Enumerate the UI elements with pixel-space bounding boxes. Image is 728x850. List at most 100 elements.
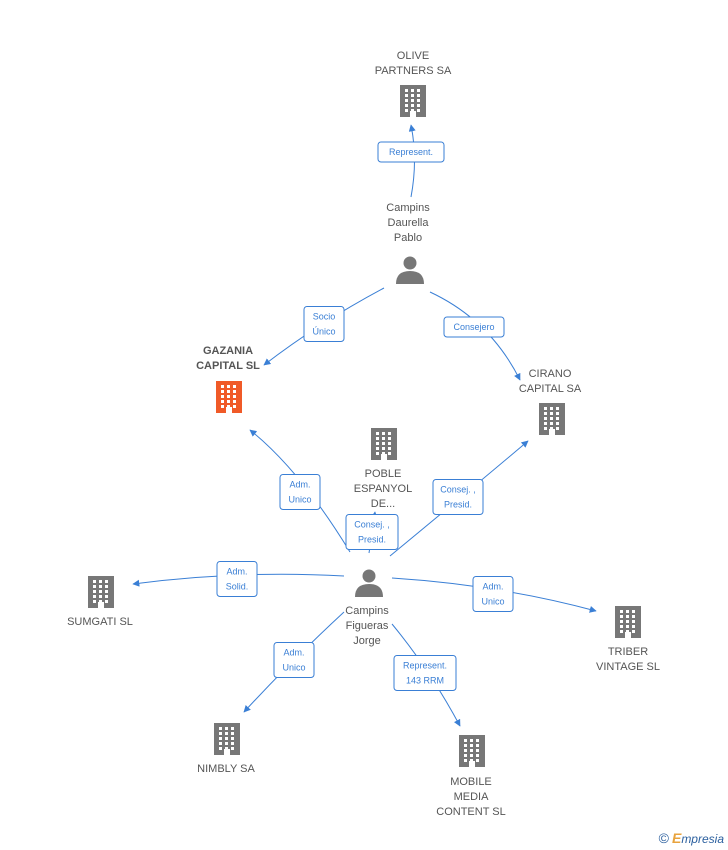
node-label: Campins — [345, 605, 389, 617]
building-window — [219, 737, 222, 740]
building-window — [556, 417, 559, 420]
building-icon — [216, 381, 242, 413]
brand-logo-initial: E — [671, 830, 682, 846]
building-window — [382, 432, 385, 435]
building-door — [549, 429, 555, 435]
building-window — [105, 590, 108, 593]
building-window — [227, 405, 230, 408]
building-window — [225, 732, 228, 735]
edge-label-box — [443, 316, 505, 338]
building-window — [476, 744, 479, 747]
building-window — [221, 400, 224, 403]
building-window — [632, 630, 635, 633]
building-window — [626, 620, 629, 623]
building-window — [411, 99, 414, 102]
edge-label-box — [273, 642, 315, 678]
node-label: MEDIA — [454, 791, 490, 803]
building-window — [376, 437, 379, 440]
node-sumgati[interactable]: SUMGATI SL — [67, 576, 133, 628]
building-window — [470, 754, 473, 757]
edge-label-jorge-to-cirano[interactable]: Consej. ,Presid. — [432, 479, 484, 515]
edge-label-text: Consejero — [453, 322, 494, 332]
node-label: Campins — [386, 202, 430, 214]
building-window — [219, 727, 222, 730]
node-label: PARTNERS SA — [375, 65, 452, 77]
building-window — [227, 395, 230, 398]
edge-label-jorge-to-triber[interactable]: Adm. Unico — [472, 576, 514, 612]
edge-label-jorge-to-mobile[interactable]: Represent.143 RRM — [393, 655, 457, 691]
edge-label-box — [472, 576, 514, 612]
building-window — [411, 94, 414, 97]
building-window — [470, 759, 473, 762]
building-window — [105, 580, 108, 583]
node-label: GAZANIA — [203, 345, 253, 357]
edge-label-box — [345, 514, 399, 550]
building-window — [221, 395, 224, 398]
building-door — [625, 632, 631, 638]
building-window — [99, 585, 102, 588]
building-window — [476, 754, 479, 757]
node-label: OLIVE — [397, 50, 429, 62]
building-icon — [615, 606, 641, 638]
building-window — [632, 615, 635, 618]
building-window — [405, 89, 408, 92]
edge-label-jorge-to-nimbly[interactable]: Adm.Unico — [273, 642, 315, 678]
edge-label-text: Único — [312, 327, 335, 337]
edge-label-jorge-to-sumgati[interactable]: Adm.Solid. — [216, 561, 258, 597]
building-window — [99, 590, 102, 593]
building-window — [632, 625, 635, 628]
edge-label-box — [377, 141, 445, 163]
edge-label-jorge-to-gazania[interactable]: Adm.Unico — [279, 474, 321, 510]
building-door — [410, 111, 416, 117]
building-window — [93, 600, 96, 603]
building-window — [626, 625, 629, 628]
building-window — [405, 104, 408, 107]
building-window — [417, 109, 420, 112]
building-window — [626, 630, 629, 633]
node-olive[interactable]: OLIVE PARTNERS SA — [375, 50, 452, 117]
building-icon — [459, 735, 485, 767]
node-nimbly[interactable]: NIMBLY SA — [197, 723, 255, 775]
building-window — [388, 447, 391, 450]
nodes-layer: OLIVE PARTNERS SA CampinsDaurellaPabloGAZA… — [67, 50, 660, 818]
building-window — [626, 615, 629, 618]
edge-label-text: Unico — [288, 495, 311, 505]
node-label: DE... — [371, 498, 395, 510]
node-label: VINTAGE SL — [596, 661, 660, 673]
person-body — [396, 271, 424, 284]
edge-label-text: Unico — [481, 597, 504, 607]
building-window — [225, 747, 228, 750]
building-window — [219, 732, 222, 735]
building-window — [411, 89, 414, 92]
building-window — [382, 447, 385, 450]
building-window — [544, 427, 547, 430]
building-window — [99, 595, 102, 598]
building-window — [556, 407, 559, 410]
person-body — [355, 584, 383, 597]
building-window — [376, 432, 379, 435]
brand-footer: ©Empresia — [659, 830, 724, 846]
edge-label-pablo-to-cirano[interactable]: Consejero — [443, 316, 505, 338]
node-label: POBLE — [365, 468, 402, 480]
building-window — [405, 94, 408, 97]
node-label: ESPANYOL — [354, 483, 413, 495]
building-window — [225, 742, 228, 745]
building-window — [464, 759, 467, 762]
copyright-symbol: © — [658, 830, 669, 846]
node-poble[interactable]: POBLE ESPANYOL DE... — [354, 428, 413, 510]
edge-label-jorge-to-poble[interactable]: Consej. ,Presid. — [345, 514, 399, 550]
building-window — [464, 744, 467, 747]
edge-label-text: Adm. — [482, 582, 503, 592]
edge-label-pablo-to-olive[interactable]: Represent. — [377, 141, 445, 163]
edge-label-box — [432, 479, 484, 515]
building-window — [411, 109, 414, 112]
node-label: CAPITAL SA — [519, 383, 582, 395]
building-window — [620, 630, 623, 633]
